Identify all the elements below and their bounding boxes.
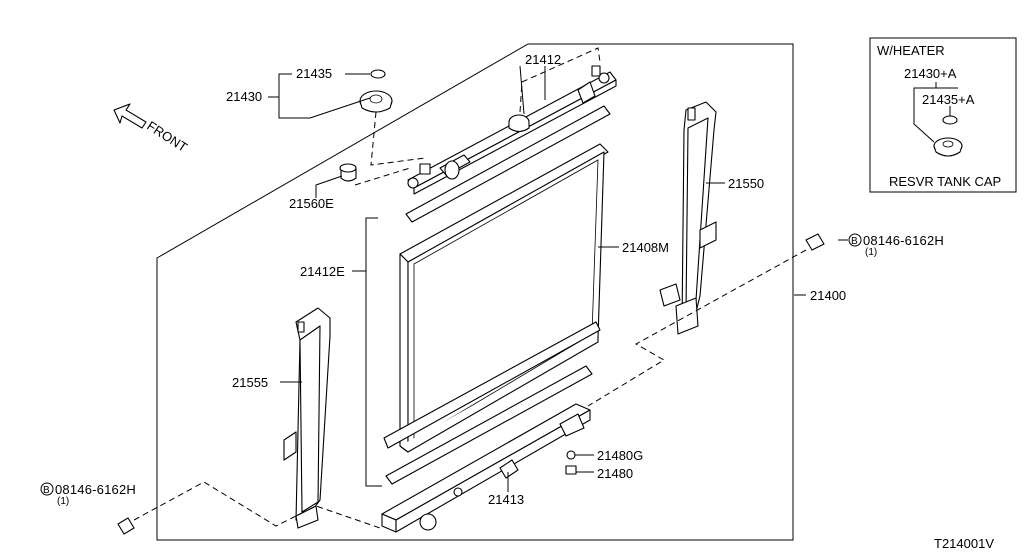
upper-seal <box>405 105 611 223</box>
label-21555: 21555 <box>232 375 268 390</box>
guide-cap-to-tank <box>370 111 426 166</box>
right-bracket-21550 <box>659 101 717 335</box>
bolt-right-marker: B <box>851 236 858 247</box>
reservoir-cap-21430 <box>359 90 393 113</box>
drawing-id: T214001V <box>934 536 994 551</box>
lower-seal <box>385 365 593 485</box>
bolt-left-qty: (1) <box>57 496 69 507</box>
bolt-callout-right: B 08146-6162H (1) <box>848 233 944 258</box>
bolt-right <box>805 233 825 251</box>
label-21413: 21413 <box>488 492 524 507</box>
radiator-cap <box>508 114 530 133</box>
guide-top-right <box>519 47 601 113</box>
radiator-core <box>383 143 609 453</box>
bolt-callout-left: B 08146-6162H (1) <box>40 482 136 507</box>
label-21560e: 21560E <box>289 196 334 211</box>
leader-lines <box>268 65 958 492</box>
bolt-left <box>117 517 135 535</box>
label-21430: 21430 <box>226 89 262 104</box>
left-bracket-21555 <box>283 307 331 529</box>
inset-oring <box>942 115 958 125</box>
guide-left-mount <box>133 481 381 529</box>
drain-plug-21480g <box>566 450 576 460</box>
bolt-right-qty: (1) <box>865 247 877 258</box>
inset-reservoir-cap <box>933 137 963 157</box>
label-21480: 21480 <box>597 466 633 481</box>
label-21408m: 21408M <box>622 240 669 255</box>
lower-tank <box>381 403 591 533</box>
label-21412: 21412 <box>525 52 561 67</box>
label-21412e: 21412E <box>300 264 345 279</box>
inset-label-21435a: 21435+A <box>922 92 975 107</box>
label-21400: 21400 <box>810 288 846 303</box>
front-label: FRONT <box>144 118 190 155</box>
label-21480g: 21480G <box>597 448 643 463</box>
bolt-left-marker: B <box>43 485 50 496</box>
guide-grommet <box>354 167 411 186</box>
inset-title: W/HEATER <box>877 43 945 58</box>
bolt-left-code: 08146-6162H <box>55 482 136 497</box>
bolt-right-code: 08146-6162H <box>863 233 944 248</box>
grommet-21560e <box>339 163 357 182</box>
assembly-outline <box>156 43 794 541</box>
label-21550: 21550 <box>728 176 764 191</box>
drain-plug-21480 <box>565 465 577 475</box>
label-21435: 21435 <box>296 66 332 81</box>
front-direction-arrow <box>113 103 147 129</box>
inset-label-21430a: 21430+A <box>904 66 957 81</box>
inset-box <box>869 37 1017 193</box>
guide-right-mount <box>587 249 807 407</box>
oring-21435 <box>370 69 386 79</box>
inset-caption: RESVR TANK CAP <box>889 174 1001 189</box>
